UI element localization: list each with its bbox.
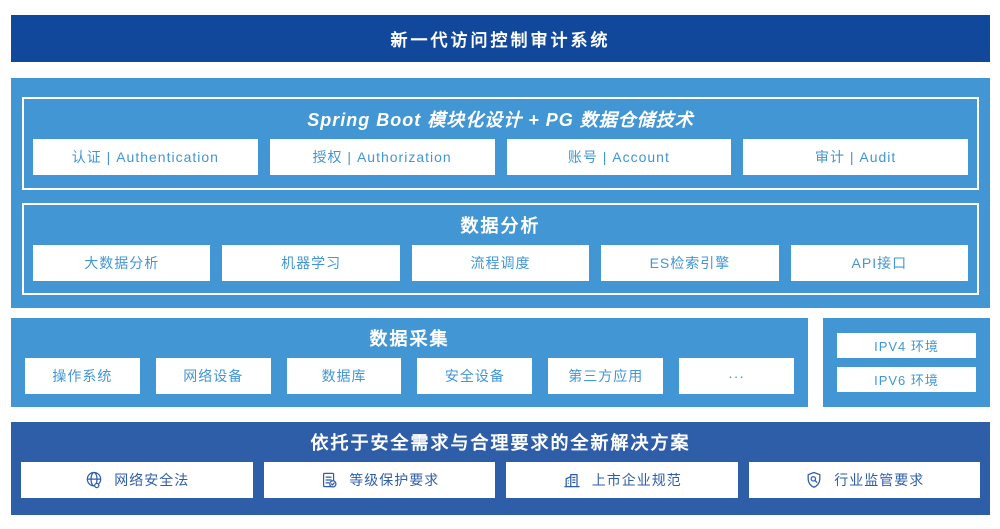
platform-title: Spring Boot 模块化设计 + PG 数据仓储技术	[307, 110, 694, 130]
module-database: 数据库	[286, 358, 402, 394]
module-flow-scheduling: 流程调度	[411, 244, 590, 281]
solution-listed-company-standard: 上市企业规范	[506, 462, 738, 498]
solution-network-security-law: 网络安全法	[21, 462, 253, 498]
module-machine-learning: 机器学习	[222, 244, 400, 281]
environment-panel: IPV4 环境 IPV6 环境	[823, 318, 990, 407]
solution-item-label: 网络安全法	[114, 472, 190, 488]
ipv6-environment: IPV6 环境	[837, 367, 976, 392]
solution-industry-regulation: 行业监管要求	[748, 462, 980, 498]
collection-modules-row: 操作系统 网络设备 数据库 安全设备 第三方应用 ···	[11, 358, 808, 394]
solution-classified-protection: 等级保护要求	[263, 462, 495, 498]
solution-item-label: 等级保护要求	[349, 472, 440, 488]
system-title: 新一代访问控制审计系统	[390, 31, 611, 50]
analysis-title: 数据分析	[460, 215, 541, 236]
ipv4-environment: IPV4 环境	[837, 333, 976, 358]
document-check-icon	[319, 470, 339, 490]
module-third-party-app: 第三方应用	[548, 358, 664, 394]
solution-items-row: 网络安全法 等级保护要求	[11, 462, 990, 498]
solution-title: 依托于安全需求与合理要求的全新解决方案	[310, 433, 691, 453]
building-icon	[562, 470, 582, 490]
module-api-interface: API接口	[790, 244, 969, 281]
platform-panel: Spring Boot 模块化设计 + PG 数据仓储技术 认证 | Authe…	[22, 97, 979, 190]
analysis-modules-row: 大数据分析 机器学习 流程调度 ES检索引擎 API接口	[24, 244, 977, 281]
solution-banner: 依托于安全需求与合理要求的全新解决方案 网络安全法	[11, 422, 990, 515]
module-ellipsis: ···	[679, 358, 794, 394]
globe-icon	[84, 470, 104, 490]
collection-panel: 数据采集 操作系统 网络设备 数据库 安全设备 第三方应用 ···	[11, 318, 808, 407]
analysis-panel: 数据分析 大数据分析 机器学习 流程调度 ES检索引擎 API接口	[22, 202, 979, 295]
platform-modules-row: 认证 | Authentication 授权 | Authorization 账…	[24, 139, 977, 175]
collection-title: 数据采集	[369, 329, 450, 349]
module-audit: 审计 | Audit	[743, 139, 968, 175]
module-account: 账号 | Account	[506, 139, 732, 175]
solution-item-label: 行业监管要求	[834, 472, 925, 488]
module-es-search-engine: ES检索引擎	[601, 244, 779, 281]
solution-item-label: 上市企业规范	[591, 472, 682, 488]
module-authentication: 认证 | Authentication	[33, 139, 258, 175]
module-network-device: 网络设备	[155, 358, 271, 394]
module-security-device: 安全设备	[417, 358, 533, 394]
module-bigdata-analysis: 大数据分析	[33, 244, 211, 281]
platform-analysis-container: Spring Boot 模块化设计 + PG 数据仓储技术 认证 | Authe…	[11, 78, 990, 308]
system-title-banner: 新一代访问控制审计系统	[11, 15, 990, 62]
shield-search-icon	[804, 470, 824, 490]
module-authorization: 授权 | Authorization	[269, 139, 495, 175]
module-operating-system: 操作系统	[25, 358, 140, 394]
